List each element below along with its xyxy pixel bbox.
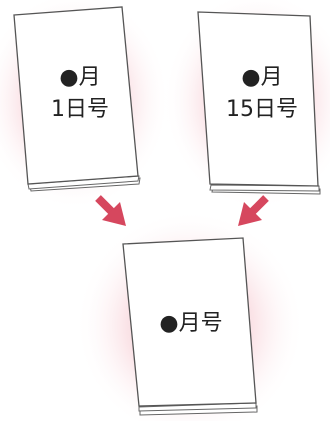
arrow-down-left-icon	[238, 195, 269, 226]
merged-booklet	[122, 237, 258, 416]
merged-booklet-label: ●月号	[141, 308, 241, 340]
right-booklet-month: ●月	[241, 65, 283, 90]
left-booklet-issue: 1日号	[51, 97, 109, 122]
right-booklet-label: ●月 15日号	[217, 62, 307, 126]
left-booklet-label: ●月 1日号	[38, 62, 122, 126]
left-booklet-month: ●月	[59, 65, 101, 90]
right-booklet	[197, 11, 321, 195]
right-booklet-issue: 15日号	[226, 97, 298, 122]
merged-booklet-title: ●月号	[159, 311, 223, 336]
arrow-down-right-icon	[95, 195, 126, 226]
left-booklet	[13, 6, 141, 192]
